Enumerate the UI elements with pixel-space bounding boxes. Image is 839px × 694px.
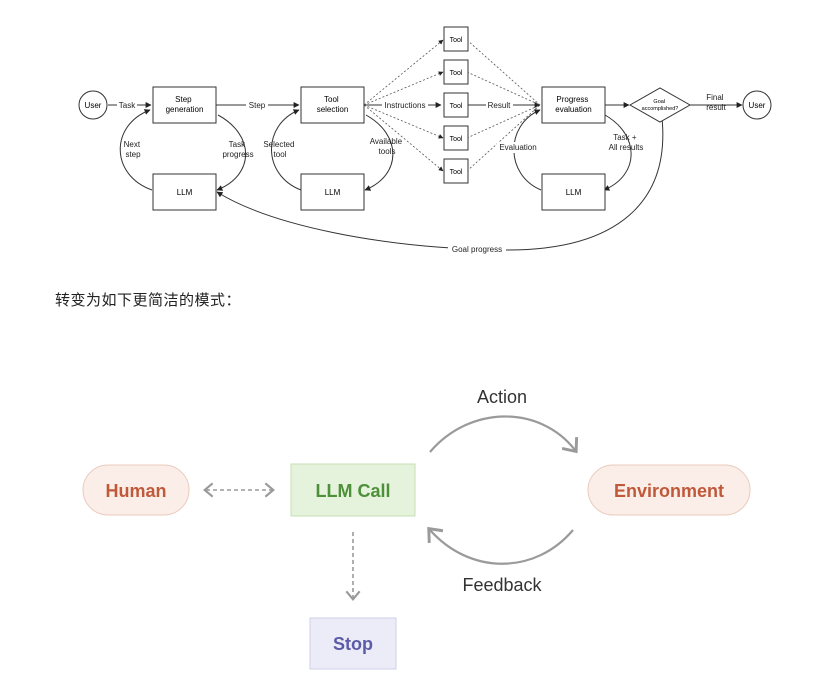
tool-label: Tool bbox=[450, 136, 463, 143]
tool-label: Tool bbox=[450, 103, 463, 110]
edge-tool-5 bbox=[363, 104, 444, 172]
tool-node bbox=[443, 125, 469, 151]
edge-label-task-progress: Task progress bbox=[222, 140, 253, 159]
goal-accomplished-node bbox=[628, 87, 692, 123]
user-start-node bbox=[78, 90, 108, 120]
feedback-arrow bbox=[427, 526, 574, 565]
edge-available-tools bbox=[364, 114, 394, 191]
next-step-line-2: step bbox=[125, 150, 141, 159]
action-arrow bbox=[429, 415, 579, 454]
llm-label: LLM bbox=[566, 188, 582, 197]
user-end-node bbox=[742, 90, 772, 120]
selected-tool-line-1: Selected bbox=[263, 140, 294, 149]
step-generation-line-1: Step bbox=[175, 95, 192, 104]
user-end-label: User bbox=[749, 101, 766, 110]
task-all-results-line-1: Task + bbox=[613, 133, 637, 142]
llm-node bbox=[541, 173, 606, 211]
available-tools-line-1: Available bbox=[370, 137, 403, 146]
edge-label-selected-tool: Selected tool bbox=[263, 140, 296, 159]
goal-line-2: accomplished? bbox=[642, 106, 679, 112]
stop-label: Stop bbox=[333, 634, 373, 654]
progress-evaluation-line-1: Progress bbox=[556, 95, 588, 104]
edge-label-task: Task bbox=[119, 101, 136, 110]
tools-group: Tool Tool Tool Tool Tool bbox=[443, 26, 469, 184]
human-label: Human bbox=[105, 481, 166, 501]
tool-selection-node bbox=[300, 86, 365, 124]
caption-text: 转变为如下更简洁的模式： bbox=[55, 291, 242, 309]
tool-label: Tool bbox=[450, 70, 463, 77]
edge-tool-2-result bbox=[466, 71, 541, 106]
edge-label-next-step: Next step bbox=[124, 140, 143, 159]
tool-node bbox=[443, 158, 469, 184]
simplified-agent-diagram: Human LLM Call Environment Action Feedba… bbox=[82, 387, 751, 670]
feedback-label: Feedback bbox=[462, 575, 542, 595]
llm-node bbox=[300, 173, 365, 211]
tool-selection-line-2: selection bbox=[317, 105, 349, 114]
progress-evaluation-node bbox=[541, 86, 606, 124]
edge-task-all-results bbox=[603, 114, 632, 191]
human-node bbox=[82, 464, 190, 516]
next-step-line-1: Next bbox=[124, 140, 141, 149]
step-generation-line-2: generation bbox=[166, 105, 204, 114]
edge-tool-1-result bbox=[466, 39, 541, 106]
edge-label-task-all-results: Task + All results bbox=[609, 133, 644, 152]
llm-call-label: LLM Call bbox=[316, 481, 391, 501]
tool-node bbox=[443, 59, 469, 85]
edge-tool-4-result bbox=[466, 104, 541, 139]
edge-task-progress bbox=[216, 114, 247, 191]
edge-label-step: Step bbox=[249, 101, 266, 110]
final-result-line-1: Final bbox=[706, 93, 724, 102]
edge-label-instructions: Instructions bbox=[385, 101, 426, 110]
tool-node bbox=[443, 26, 469, 52]
llm-label: LLM bbox=[177, 188, 193, 197]
llm-node bbox=[152, 173, 217, 211]
edge-next-step bbox=[119, 109, 153, 191]
edge-label-result: Result bbox=[488, 101, 511, 110]
edge-label-goal-progress: Goal progress bbox=[452, 245, 502, 254]
progress-evaluation-line-2: evaluation bbox=[555, 105, 591, 114]
tool-selection-line-1: Tool bbox=[324, 95, 339, 104]
edge-selected-tool bbox=[271, 109, 302, 191]
tool-node bbox=[443, 92, 469, 118]
edge-label-evaluation: Evaluation bbox=[499, 143, 536, 152]
edge-tool-1 bbox=[363, 39, 444, 106]
tool-label: Tool bbox=[450, 169, 463, 176]
edge-label-final-result: Final result bbox=[706, 93, 726, 112]
agent-workflow-diagram: User User Step generation Tool selection… bbox=[78, 26, 772, 255]
tool-selection-label: Tool selection bbox=[317, 95, 349, 114]
llm-call-node bbox=[290, 463, 416, 517]
task-all-results-line-2: All results bbox=[609, 143, 644, 152]
available-tools-line-2: tools bbox=[379, 147, 396, 156]
tool-label: Tool bbox=[450, 37, 463, 44]
step-generation-node bbox=[152, 86, 217, 124]
action-label: Action bbox=[477, 387, 527, 407]
environment-node bbox=[587, 464, 751, 516]
environment-label: Environment bbox=[614, 481, 724, 501]
user-start-label: User bbox=[85, 101, 102, 110]
stop-node bbox=[309, 617, 397, 670]
task-progress-line-2: progress bbox=[222, 150, 253, 159]
selected-tool-line-2: tool bbox=[274, 150, 287, 159]
step-generation-label: Step generation bbox=[166, 95, 204, 114]
final-result-line-2: result bbox=[706, 103, 726, 112]
goal-accomplished-label: Goal accomplished? bbox=[642, 99, 679, 112]
goal-line-1: Goal bbox=[653, 99, 665, 105]
task-progress-line-1: Task bbox=[229, 140, 246, 149]
edge-tool-5-result bbox=[466, 104, 541, 172]
progress-evaluation-label: Progress evaluation bbox=[555, 95, 591, 114]
llm-label: LLM bbox=[325, 188, 341, 197]
edge-label-available-tools: Available tools bbox=[370, 137, 405, 156]
